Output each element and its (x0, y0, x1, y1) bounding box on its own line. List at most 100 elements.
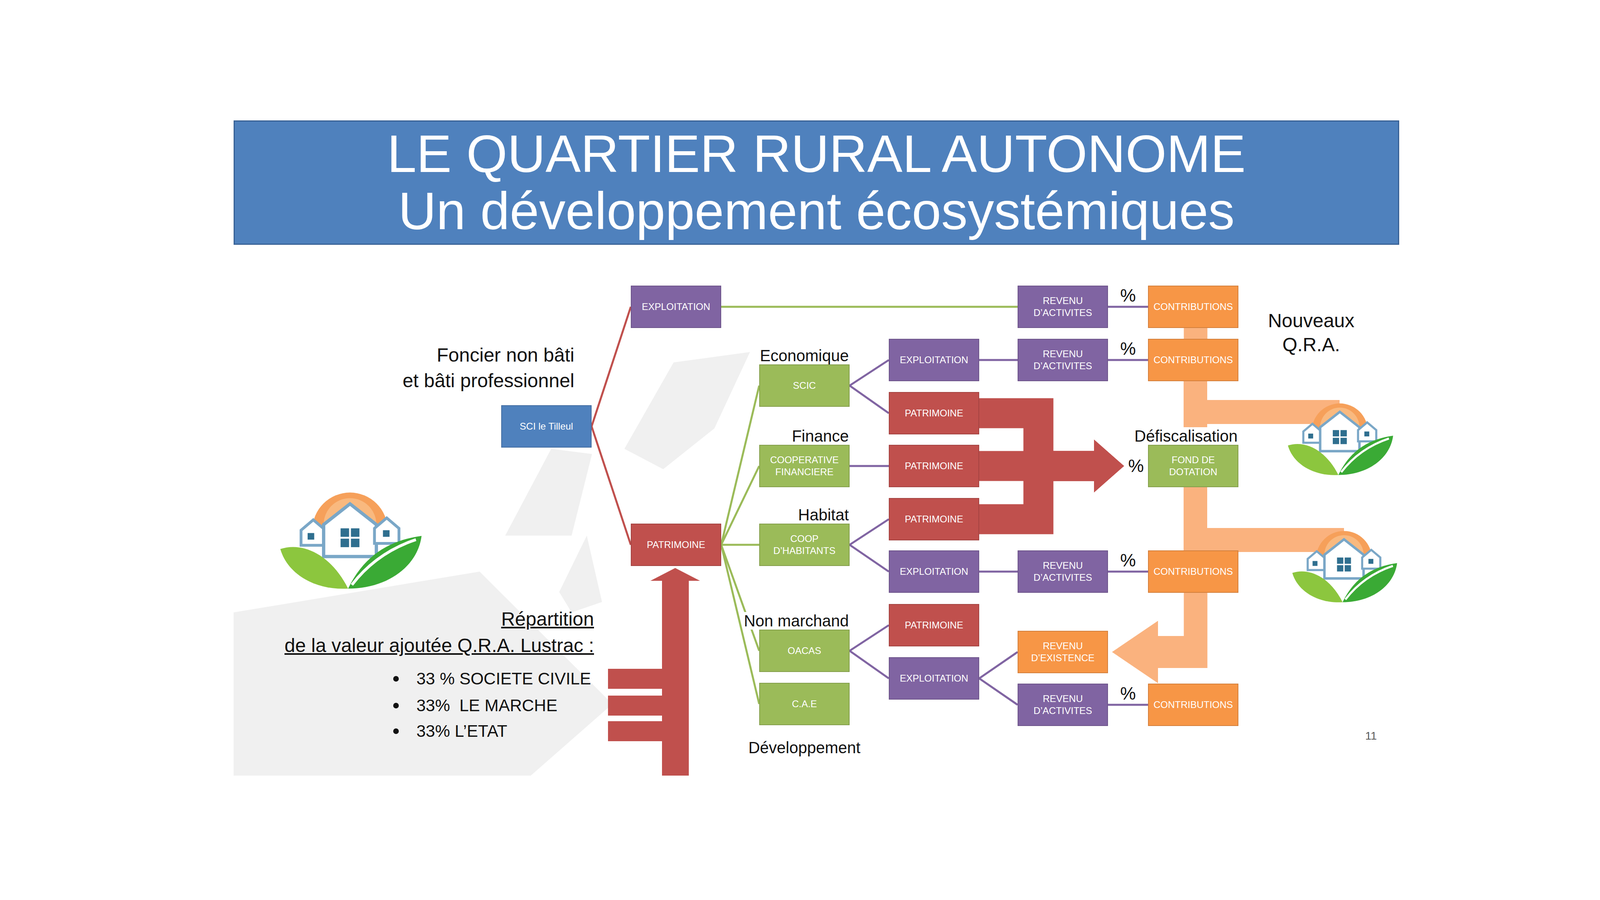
group-heading: Economique (758, 346, 851, 365)
connector (849, 544, 889, 572)
connector-line (979, 570, 1018, 573)
connector-line (979, 359, 1018, 362)
process-box: EXPLOITATION (888, 338, 980, 382)
connector (849, 650, 889, 679)
connector-line (721, 544, 760, 546)
connector (979, 652, 1018, 679)
box-label: PATRIMOINE (646, 538, 706, 551)
text-label: Foncier non bâti (436, 343, 575, 368)
text-label: de la valeur ajoutée Q.R.A. Lustrac : (284, 633, 594, 658)
value-arrow-arm (608, 721, 664, 742)
process-box: CONTRIBUTIONS (1148, 285, 1239, 328)
connector (721, 385, 760, 545)
group-heading: Habitat (796, 506, 851, 524)
connector (849, 466, 889, 467)
connector (1108, 704, 1148, 706)
value-arrow-head (650, 568, 700, 581)
connector-line (849, 544, 889, 572)
process-box: REVENU D’ACTIVITES (1017, 683, 1108, 726)
connector (1112, 592, 1196, 684)
text-label: Nouveaux Q.R.A. (1247, 308, 1376, 357)
connector-line (979, 652, 1018, 679)
process-box: EXPLOITATION (630, 285, 722, 328)
bullet-dot (393, 702, 399, 709)
process-box: PATRIMOINE (630, 523, 722, 566)
connector-line (979, 678, 1018, 705)
flow-band (1184, 328, 1208, 339)
connector-line (721, 466, 760, 545)
process-box: CONTRIBUTIONS (1148, 683, 1239, 726)
box-label: EXPLOITATION (899, 672, 968, 685)
text-label: 33% LE MARCHE (416, 695, 558, 717)
text-label: 33% L’ETAT (416, 720, 508, 742)
connector-line (849, 385, 889, 414)
box-label: COOPERATIVE FINANCIERE (763, 454, 846, 478)
text-label: 11 (1365, 728, 1377, 743)
arrow-head (1112, 620, 1158, 684)
box-label: OACAS (787, 644, 822, 657)
connector (1195, 328, 1196, 339)
arrow-head (1094, 439, 1124, 493)
box-label: PATRIMOINE (904, 619, 964, 632)
process-box: COOP D’HABITANTSHabitat (759, 523, 850, 566)
box-label: COOP D’HABITANTS (763, 532, 846, 557)
box-label: SCI le Tilleul (519, 420, 573, 433)
connector-line (849, 519, 889, 545)
group-heading: Finance (790, 427, 851, 445)
box-label: REVENU D’ACTIVITES (1021, 692, 1104, 717)
connector-line (1108, 306, 1148, 308)
process-box: COOPERATIVE FINANCIEREFinance (759, 444, 850, 488)
merge-arrow-band (979, 466, 1094, 520)
process-box: FOND DE DOTATIONDéfiscalisation (1148, 444, 1239, 488)
edge-label: % (1119, 550, 1137, 570)
box-label: C.A.E (792, 698, 818, 710)
arrow-head (1094, 439, 1124, 493)
connector (979, 360, 1018, 361)
arrow-head (1094, 439, 1124, 493)
process-box: REVENU D’ACTIVITES (1017, 550, 1108, 593)
box-label: EXPLOITATION (641, 300, 710, 313)
connector-line (1108, 570, 1148, 573)
text-label: Répartition (501, 607, 594, 632)
box-label: CONTRIBUTIONS (1153, 565, 1234, 578)
box-label: SCIC (792, 379, 816, 392)
bullet-dot (393, 676, 399, 682)
edge-label: % (1119, 286, 1137, 306)
connector-line (849, 650, 889, 679)
process-box: REVENU D’ACTIVITES (1017, 338, 1108, 382)
title-band: LE QUARTIER RURAL AUTONOME Un développem… (233, 120, 1400, 245)
box-label: REVENU D’EXISTENCE (1021, 640, 1104, 664)
qra-logo (1292, 530, 1398, 602)
box-label: CONTRIBUTIONS (1153, 354, 1234, 366)
connector (849, 519, 889, 545)
group-heading: Non marchand (742, 612, 851, 630)
process-box: CONTRIBUTIONS (1148, 338, 1239, 382)
box-label: REVENU D’ACTIVITES (1021, 348, 1104, 372)
connector (721, 544, 760, 651)
bullet-dot (393, 728, 399, 734)
process-box: EXPLOITATION (888, 657, 980, 700)
connector (849, 625, 889, 651)
flow-band (1158, 636, 1196, 668)
box-label: FOND DE DOTATION (1152, 454, 1235, 478)
connector-line (721, 306, 1018, 308)
connector (1108, 306, 1148, 308)
background-shape (505, 448, 592, 536)
edge-label: % (1127, 456, 1145, 476)
connector (721, 544, 760, 546)
process-box: REVENU D’ACTIVITES (1017, 285, 1108, 328)
box-label: PATRIMOINE (904, 460, 964, 472)
value-arrow-arm (608, 668, 664, 689)
box-label: REVENU D’ACTIVITES (1021, 294, 1104, 319)
connector (1108, 571, 1148, 572)
group-heading: Développement (746, 738, 862, 757)
connector-line (849, 625, 889, 651)
connector-line (1108, 359, 1148, 362)
process-box: CONTRIBUTIONS (1148, 550, 1239, 593)
process-box: PATRIMOINE (888, 498, 980, 541)
connector (849, 385, 889, 414)
edge-label: % (1119, 339, 1137, 359)
box-label: PATRIMOINE (904, 407, 964, 420)
connector (979, 678, 1018, 705)
